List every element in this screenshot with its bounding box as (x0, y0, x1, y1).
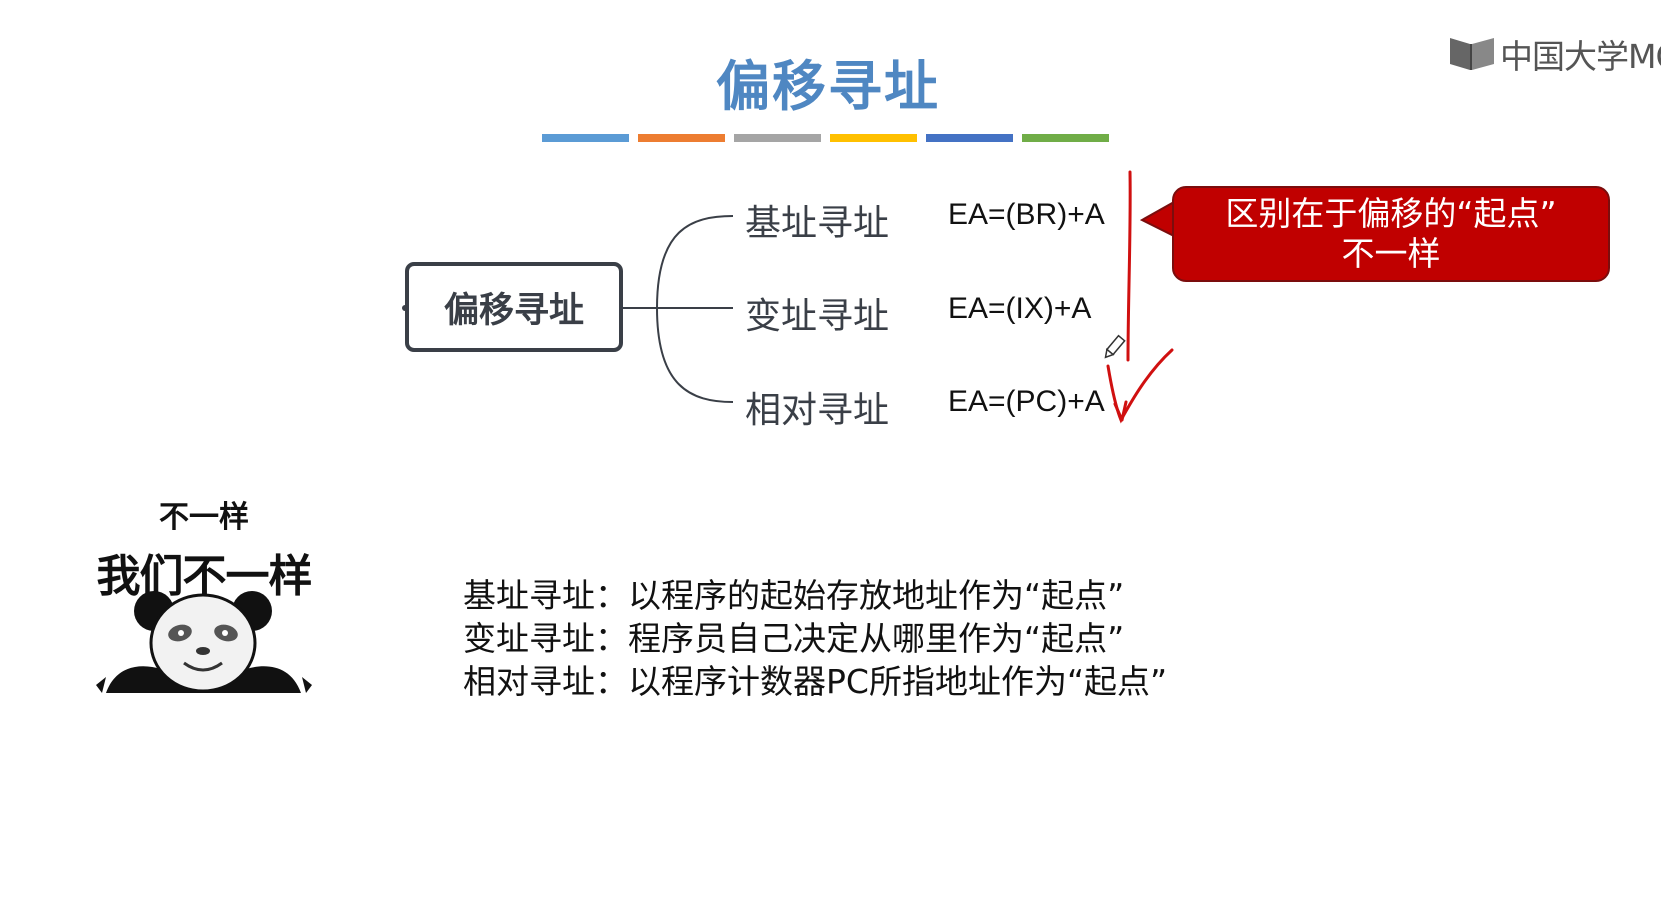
branch-label-relative: 相对寻址 (745, 390, 890, 431)
branch-label-index: 变址寻址 (745, 296, 890, 337)
mindmap-root-node: 偏移寻址 (405, 262, 623, 352)
slide-title: 偏移寻址 (0, 42, 1661, 121)
callout-line1: 区别在于偏移的“起点” (1225, 194, 1557, 233)
branch-label-base: 基址寻址 (745, 203, 890, 244)
annotation-vertical-line (1126, 170, 1132, 362)
divider-segment-yellow (830, 134, 917, 142)
title-divider (542, 134, 1109, 142)
callout-line2: 不一样 (1341, 234, 1441, 273)
watermark-text: 中国大学MO (1500, 37, 1661, 76)
formula-index: EA=(IX)+A (948, 292, 1092, 325)
callout-pointer (1140, 200, 1176, 238)
divider-segment-blue (542, 134, 629, 142)
formula-base: EA=(BR)+A (948, 198, 1105, 231)
note-line-base: 基址寻址：以程序的起始存放地址作为“起点” (463, 576, 1125, 615)
note-line-index: 变址寻址：程序员自己决定从哪里作为“起点” (463, 619, 1125, 658)
callout-box: 区别在于偏移的“起点” 不一样 (1172, 186, 1610, 282)
watermark-logo: 中国大学MO (1448, 30, 1661, 78)
divider-segment-green (1022, 134, 1109, 142)
mooc-book-icon (1450, 38, 1494, 70)
slide-title-text: 偏移寻址 (716, 55, 940, 118)
pencil-cursor-icon (1104, 334, 1126, 359)
explanation-notes: 基址寻址：以程序的起始存放地址作为“起点” 变址寻址：程序员自己决定从哪里作为“… (463, 574, 1167, 703)
mindmap-root-label: 偏移寻址 (443, 290, 584, 331)
meme-top-text: 不一样 (159, 500, 249, 535)
divider-segment-darkblue (926, 134, 1013, 142)
meme-main-text: 我们不一样 (96, 551, 313, 602)
panda-meme-image (96, 591, 312, 693)
formula-relative: EA=(PC)+A (948, 385, 1105, 418)
divider-segment-gray (734, 134, 821, 142)
note-line-relative: 相对寻址：以程序计数器PC所指地址作为“起点” (463, 662, 1168, 701)
divider-segment-orange (638, 134, 725, 142)
